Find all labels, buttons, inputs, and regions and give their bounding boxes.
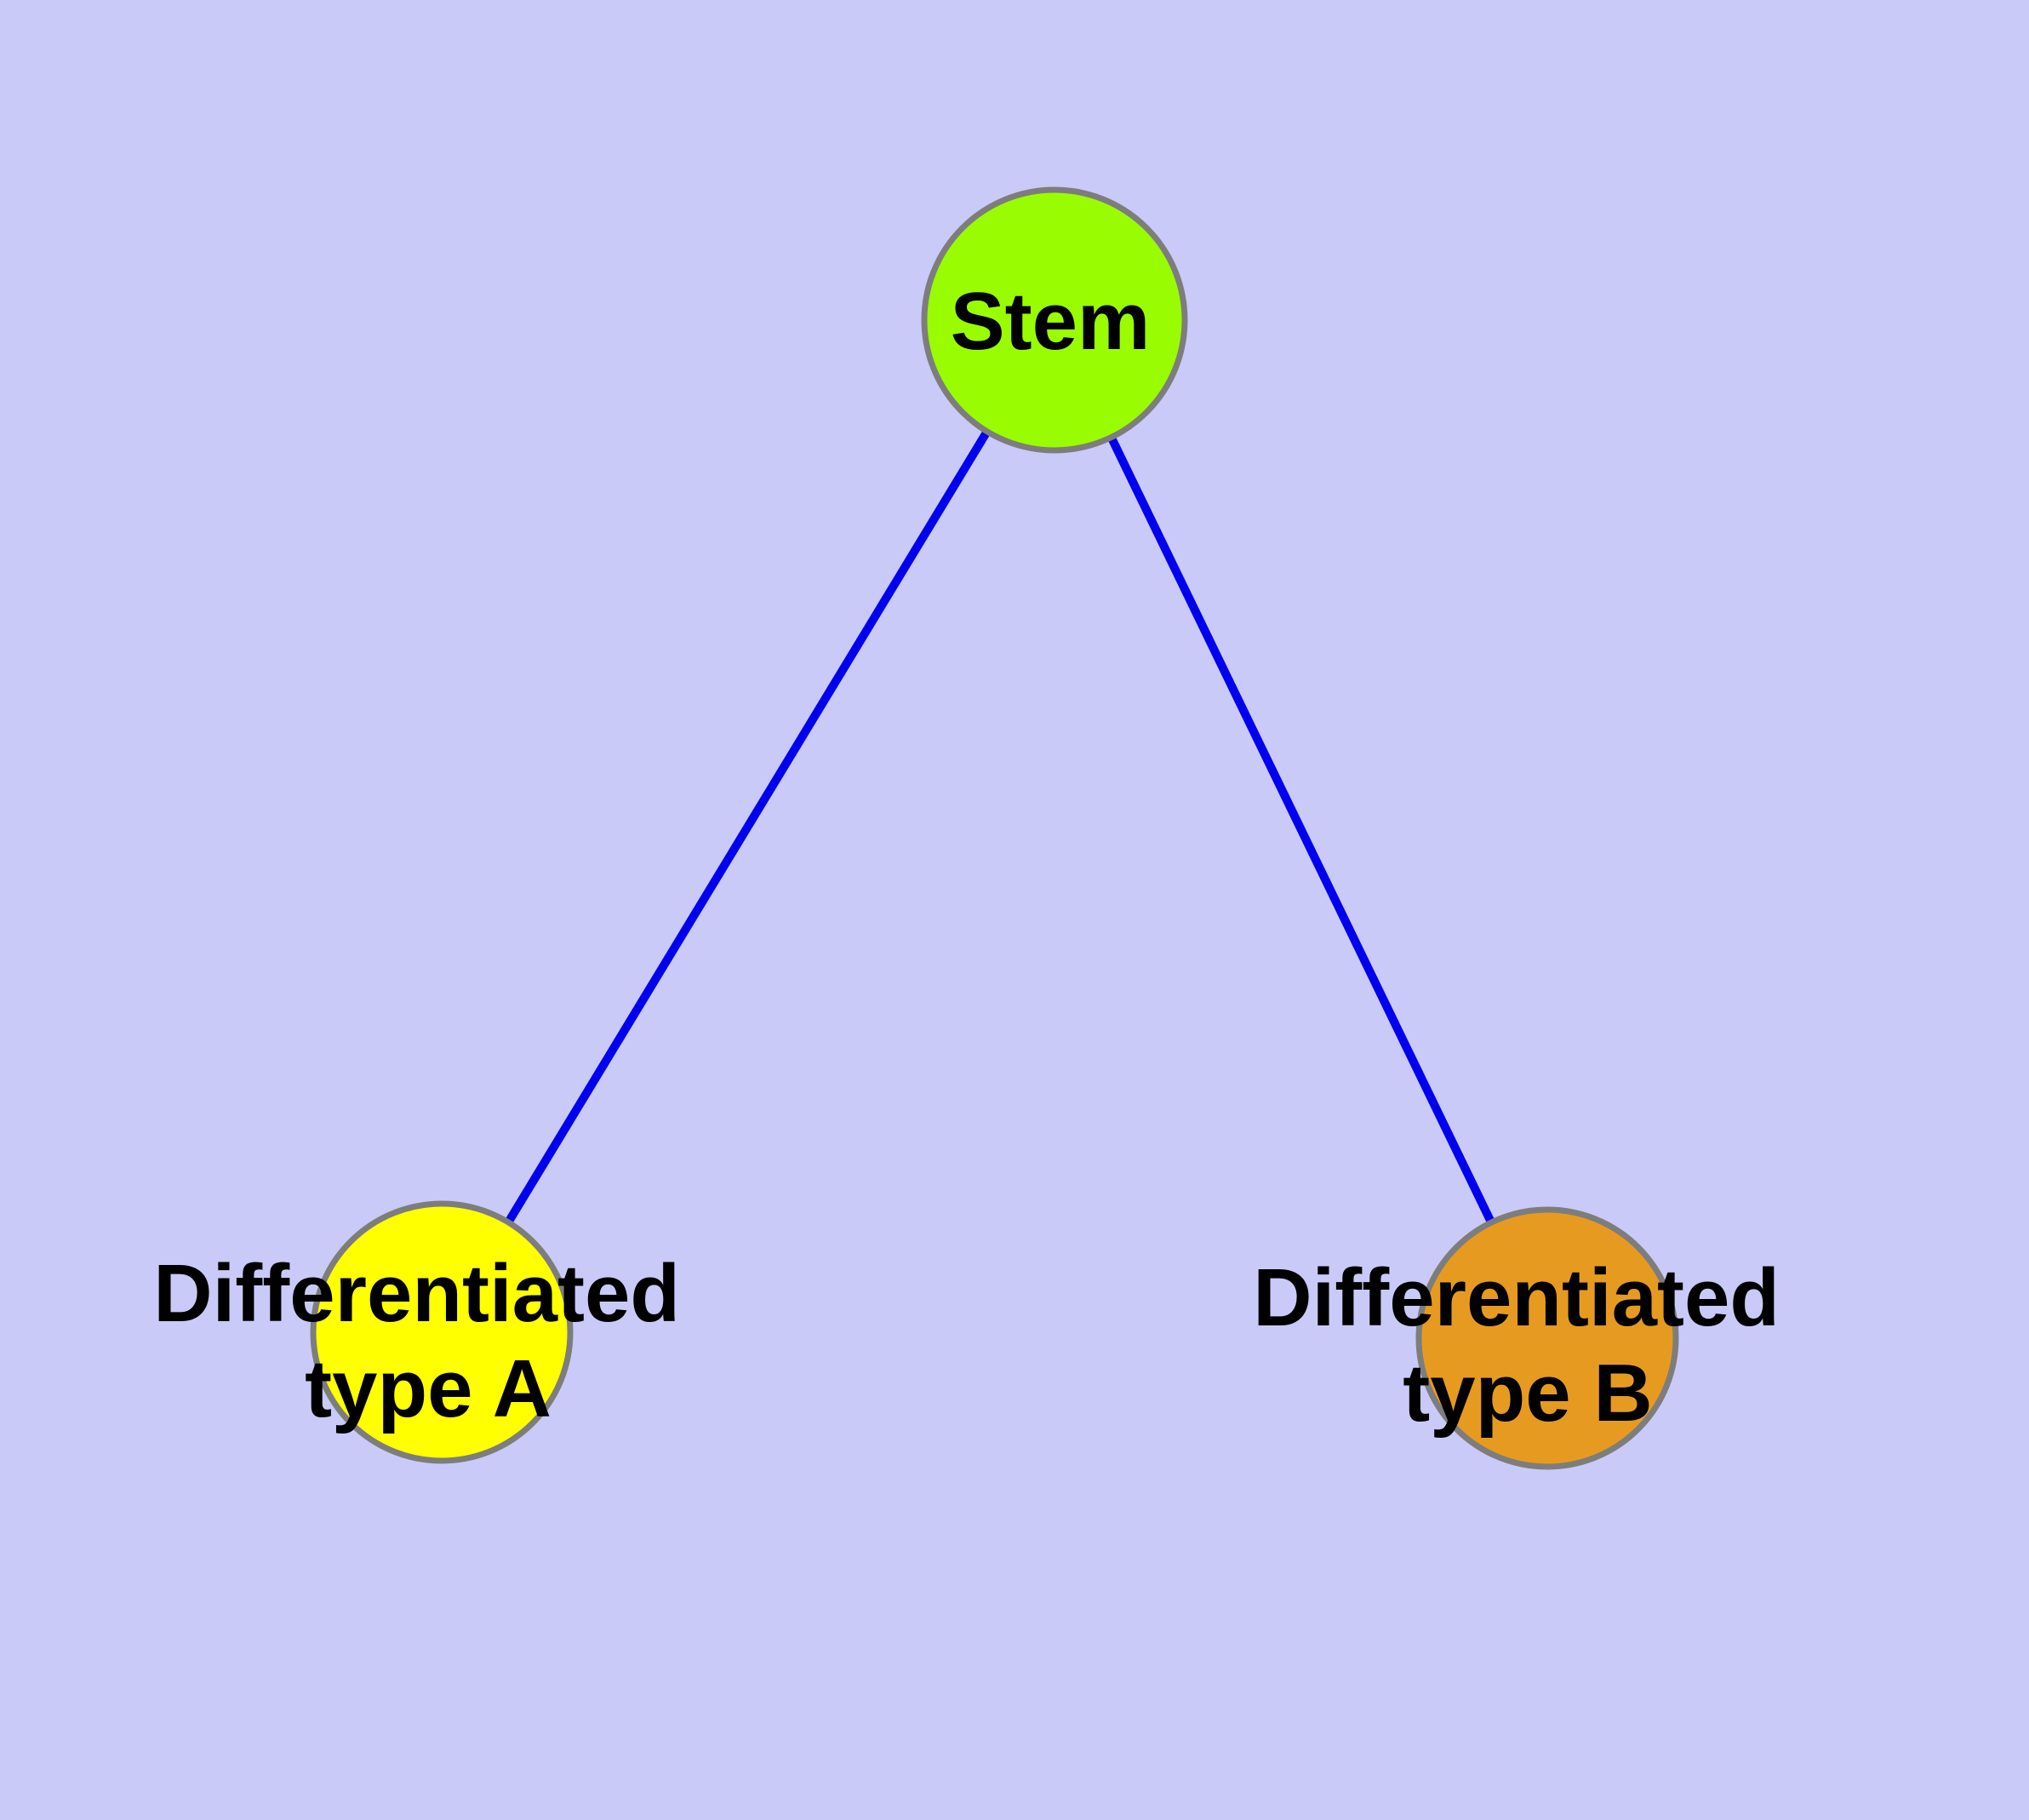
node-stem-circle xyxy=(921,186,1188,454)
node-type-a-circle xyxy=(310,1200,574,1464)
edge-stem-to-type-a xyxy=(437,318,1059,1335)
node-type-a-label-line2: type A xyxy=(305,1343,552,1434)
node-type-b-label-line1: Differentiated xyxy=(1253,1252,1780,1343)
node-type-a-label-line1: Differentiated xyxy=(153,1248,680,1339)
node-stem-label: Stem xyxy=(951,276,1151,367)
nodes-group xyxy=(310,186,1679,1470)
edges-group xyxy=(437,318,1552,1341)
labels-group: Stem Differentiated type A Differentiate… xyxy=(153,276,1802,1439)
node-type-b-circle xyxy=(1415,1206,1679,1470)
edge-stem-to-type-b xyxy=(1050,318,1552,1341)
node-type-a-label: Differentiated type A xyxy=(153,1248,702,1434)
node-type-b-label-line2: type B xyxy=(1403,1348,1652,1439)
node-type-b-label: Differentiated type B xyxy=(1253,1252,1802,1439)
